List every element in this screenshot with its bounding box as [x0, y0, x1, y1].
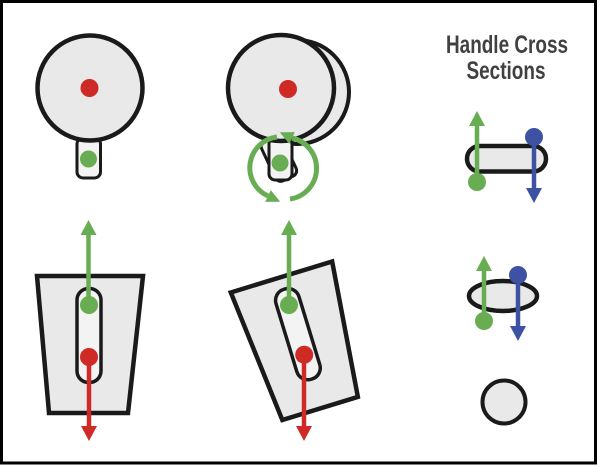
down-arrow-blue-icon	[525, 128, 543, 203]
up-arrow-head	[469, 111, 485, 126]
rotation-arc-left	[247, 134, 278, 199]
figure-lever-upright	[34, 220, 146, 441]
page-title: Handle Cross Sections	[446, 31, 568, 85]
down-arrow-head	[296, 426, 312, 441]
up-arrow-green-icon	[80, 220, 97, 304]
figure-cross-section-circle	[480, 378, 528, 426]
figure-cross-section-pill	[464, 111, 549, 203]
slot-top-dot-green	[280, 296, 298, 314]
cross-section-ellipse	[466, 278, 540, 314]
pivot-dot-red	[279, 80, 297, 98]
up-arrow-green-icon	[281, 220, 297, 304]
lever-tilted-group	[227, 258, 361, 423]
up-arrow-green-icon	[468, 111, 486, 191]
slot-bottom-dot-red	[80, 348, 98, 366]
arrow-tail-dot-blue	[525, 128, 543, 146]
cross-section-circle	[480, 378, 528, 426]
figure-cross-section-ellipse	[466, 256, 540, 341]
rotation-arrows-icon	[247, 132, 320, 202]
figure-knob-twist	[225, 32, 351, 202]
down-arrow-head	[526, 188, 542, 203]
page-title-line1: Handle Cross	[446, 31, 568, 59]
down-arrow-head	[81, 426, 97, 441]
down-arrow-head	[510, 326, 526, 341]
slot-bottom-dot-red	[295, 345, 314, 364]
arrow-tail-dot-green	[468, 173, 486, 191]
rotation-arrowhead-bottom	[265, 190, 281, 202]
up-arrow-head	[476, 256, 492, 271]
rotation-arc-right	[289, 135, 320, 202]
figure-lever-tilted	[227, 220, 361, 441]
down-arrow-blue-icon	[509, 266, 527, 341]
grip-dot-green	[271, 154, 289, 172]
pivot-dot-red	[80, 79, 99, 97]
cross-section-pill	[464, 143, 549, 174]
arrow-tail-dot-green	[475, 312, 493, 330]
page-title-line2: Sections	[467, 57, 546, 85]
slot-top-dot-green	[80, 296, 98, 314]
rotation-arrowhead-top	[279, 132, 295, 144]
arrow-tail-dot-blue	[509, 266, 527, 284]
up-arrow-head	[281, 220, 297, 235]
down-arrow-red-icon	[296, 355, 312, 441]
up-arrow-green-icon	[475, 256, 493, 330]
down-arrow-red-icon	[81, 357, 97, 441]
up-arrow-head	[80, 220, 97, 235]
grip-dot-green	[80, 150, 97, 168]
figure-knob-front	[35, 33, 145, 180]
